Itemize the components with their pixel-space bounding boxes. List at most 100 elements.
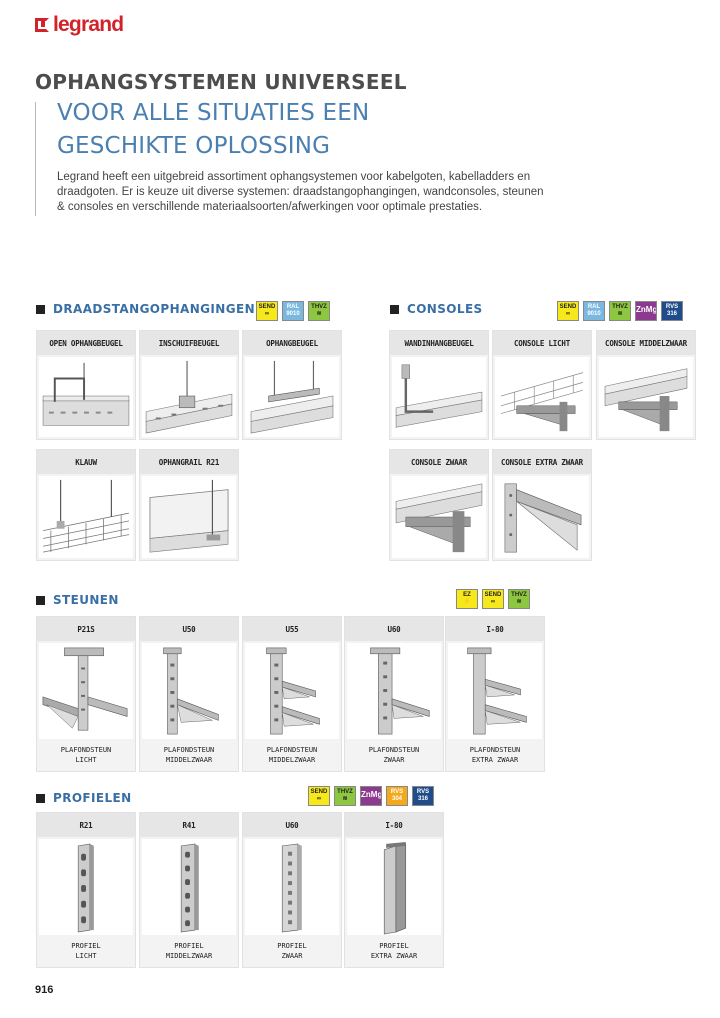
product-label: CONSOLE MIDDELZWAAR bbox=[597, 331, 695, 355]
product-card[interactable]: I-80 PLAFONDSTEUN EXTRA ZWAAR bbox=[445, 616, 545, 772]
product-card[interactable]: R21 PROFIEL LICHT bbox=[36, 812, 136, 968]
product-card[interactable]: P21S PLAFONDSTEUN LICHT bbox=[36, 616, 136, 772]
product-card[interactable]: R41 PROFIEL MIDDELZWAAR bbox=[139, 812, 239, 968]
product-image bbox=[392, 476, 486, 558]
legrand-logo: legrand bbox=[35, 13, 124, 36]
product-card[interactable]: INSCHUIFBEUGEL bbox=[139, 330, 239, 440]
product-label: CONSOLE LICHT bbox=[493, 331, 591, 355]
intro-line-3: & consoles en verschillende materiaalsoo… bbox=[57, 201, 483, 213]
product-card[interactable]: I-80 PROFIEL EXTRA ZWAAR bbox=[344, 812, 444, 968]
section-bullet-icon bbox=[36, 304, 45, 314]
brand-name: legrand bbox=[53, 13, 124, 36]
product-caption: PLAFONDSTEUN ZWAAR bbox=[368, 746, 420, 764]
section-bullet-icon bbox=[36, 595, 45, 605]
product-caption: PLAFONDSTEUN MIDDELZWAAR bbox=[266, 746, 318, 764]
intro-line-2: draadgoten. Er is keuze uit diverse syst… bbox=[57, 186, 544, 198]
page-title: OPHANGSYSTEMEN UNIVERSEEL bbox=[35, 70, 407, 94]
send-badge-icon: SEND∞ bbox=[557, 301, 579, 321]
send-badge-icon: SEND∞ bbox=[308, 786, 330, 806]
product-caption: PLAFONDSTEUN LICHT bbox=[60, 746, 112, 764]
section-bullet-icon bbox=[390, 304, 399, 314]
product-caption: PROFIEL MIDDELZWAAR bbox=[165, 942, 213, 960]
product-card[interactable]: OPEN OPHANGBEUGEL bbox=[36, 330, 136, 440]
znmg-badge-icon: ZnMg bbox=[635, 301, 657, 321]
thvz-badge-icon: THVZ≋ bbox=[334, 786, 356, 806]
product-caption: PROFIEL EXTRA ZWAAR bbox=[370, 942, 418, 960]
thvz-badge-icon: THVZ≋ bbox=[508, 589, 530, 609]
section-title: CONSOLES bbox=[407, 302, 483, 316]
product-card[interactable]: OPHANGRAIL R21 bbox=[139, 449, 239, 561]
product-card[interactable]: U55 PLAFONDSTEUN MIDDELZWAAR bbox=[242, 616, 342, 772]
product-card[interactable]: U60 PROFIEL ZWAAR bbox=[242, 812, 342, 968]
product-label: OPHANGBEUGEL bbox=[243, 331, 341, 355]
product-card[interactable]: OPHANGBEUGEL bbox=[242, 330, 342, 440]
page-number: 916 bbox=[35, 984, 54, 996]
product-card[interactable]: CONSOLE MIDDELZWAAR bbox=[596, 330, 696, 440]
product-label: WANDINHANGBEUGEL bbox=[390, 331, 488, 355]
product-card[interactable]: CONSOLE EXTRA ZWAAR bbox=[492, 449, 592, 561]
section-header-consoles: CONSOLES bbox=[390, 302, 483, 316]
product-label: CONSOLE ZWAAR bbox=[390, 450, 488, 474]
product-caption: PLAFONDSTEUN MIDDELZWAAR bbox=[163, 746, 215, 764]
product-label: U60 bbox=[243, 813, 341, 837]
product-label: OPHANGRAIL R21 bbox=[140, 450, 238, 474]
product-image bbox=[142, 643, 236, 739]
section-header-steunen: STEUNEN bbox=[36, 593, 119, 607]
znmg-badge-icon: ZnMg bbox=[360, 786, 382, 806]
product-image bbox=[245, 839, 339, 935]
page-subtitle: VOOR ALLE SITUATIES EEN GESCHIKTE OPLOSS… bbox=[57, 97, 369, 163]
intro-divider bbox=[35, 102, 36, 216]
subtitle-line-1: VOOR ALLE SITUATIES EEN bbox=[57, 100, 370, 126]
product-caption: PROFIEL ZWAAR bbox=[277, 942, 307, 960]
badges-steunen: EZ⚡ SEND∞ THVZ≋ bbox=[456, 589, 530, 609]
section-title: DRAADSTANGOPHANGINGEN bbox=[53, 302, 256, 316]
product-label: CONSOLE EXTRA ZWAAR bbox=[493, 450, 591, 474]
section-title: STEUNEN bbox=[53, 593, 119, 607]
product-caption: PLAFONDSTEUN EXTRA ZWAAR bbox=[469, 746, 521, 764]
product-image bbox=[39, 643, 133, 739]
product-label: P21S bbox=[37, 617, 135, 641]
product-label: U50 bbox=[140, 617, 238, 641]
product-card[interactable]: U60 PLAFONDSTEUN ZWAAR bbox=[344, 616, 444, 772]
product-card[interactable]: U50 PLAFONDSTEUN MIDDELZWAAR bbox=[139, 616, 239, 772]
product-image bbox=[245, 357, 339, 437]
subtitle-line-2: GESCHIKTE OPLOSSING bbox=[57, 133, 331, 159]
ez-badge-icon: EZ⚡ bbox=[456, 589, 478, 609]
intro-paragraph: Legrand heeft een uitgebreid assortiment… bbox=[57, 170, 577, 215]
product-image bbox=[142, 357, 236, 437]
product-label: I-80 bbox=[446, 617, 544, 641]
section-bullet-icon bbox=[36, 793, 45, 803]
thvz-badge-icon: THVZ≋ bbox=[308, 301, 330, 321]
product-image bbox=[245, 643, 339, 739]
product-image bbox=[39, 476, 133, 558]
product-image bbox=[39, 839, 133, 935]
product-card[interactable]: WANDINHANGBEUGEL bbox=[389, 330, 489, 440]
product-image bbox=[142, 476, 236, 558]
product-label: INSCHUIFBEUGEL bbox=[140, 331, 238, 355]
product-label: U55 bbox=[243, 617, 341, 641]
product-card[interactable]: CONSOLE ZWAAR bbox=[389, 449, 489, 561]
send-badge-icon: SEND∞ bbox=[256, 301, 278, 321]
product-label: OPEN OPHANGBEUGEL bbox=[37, 331, 135, 355]
product-card[interactable]: CONSOLE LICHT bbox=[492, 330, 592, 440]
product-image bbox=[495, 357, 589, 437]
product-card[interactable]: KLAUW bbox=[36, 449, 136, 561]
legrand-logo-icon bbox=[35, 17, 49, 32]
product-caption: PROFIEL LICHT bbox=[71, 942, 101, 960]
product-image bbox=[392, 357, 486, 437]
product-label: KLAUW bbox=[37, 450, 135, 474]
section-header-profielen: PROFIELEN bbox=[36, 791, 132, 805]
product-image bbox=[347, 839, 441, 935]
product-image bbox=[448, 643, 542, 739]
section-title: PROFIELEN bbox=[53, 791, 132, 805]
thvz-badge-icon: THVZ≋ bbox=[609, 301, 631, 321]
product-label: U60 bbox=[345, 617, 443, 641]
